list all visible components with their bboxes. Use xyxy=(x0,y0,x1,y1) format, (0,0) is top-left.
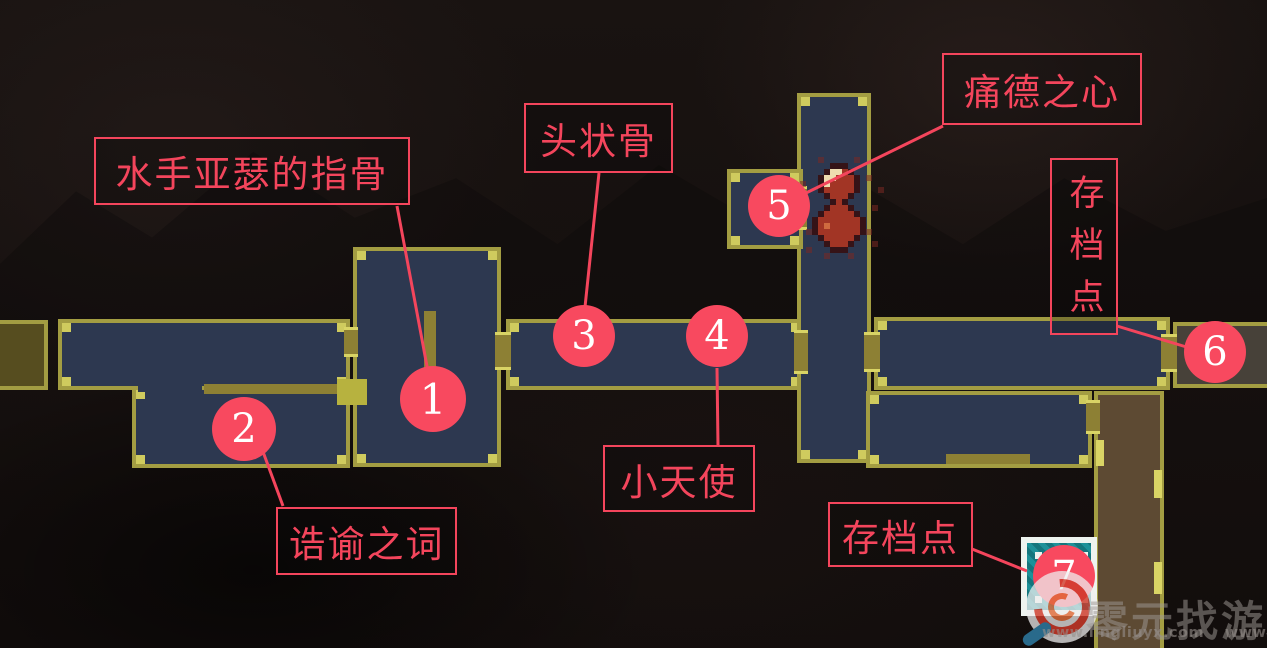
map-door-shaft-east xyxy=(864,332,880,372)
map-room-far-west xyxy=(0,320,48,390)
map-room-shaft-tall xyxy=(797,93,871,463)
callout-save-point-east: 存档点 xyxy=(1050,158,1118,335)
callout-words-of-edict: 诰谕之词 xyxy=(276,507,457,575)
leader-line-7 xyxy=(971,547,1028,573)
map-room-west-corridor xyxy=(58,319,350,390)
map-door-west-center xyxy=(344,327,358,357)
watermark-logo-icon xyxy=(1020,567,1102,648)
map-marker-3: 3 xyxy=(553,305,615,367)
callout-cherub: 小天使 xyxy=(603,445,755,512)
watermark-urls-text: www.lingliuyx.com www.06zyx.com xyxy=(1042,625,1267,641)
map-marker-6: 6 xyxy=(1184,321,1246,383)
heart-relic-icon xyxy=(806,163,812,169)
map-door-east-end xyxy=(1161,334,1177,372)
map-room-mid-corridor xyxy=(506,319,804,390)
map-marker-2: 2 xyxy=(212,397,276,461)
callout-sailor-finger-bone: 水手亚瑟的指骨 xyxy=(94,137,410,205)
map-junction-west xyxy=(337,379,367,405)
map-ledge-west xyxy=(204,384,350,394)
map-door-southeast-shaft xyxy=(1086,400,1100,434)
map-door-mid-shaft xyxy=(794,330,808,374)
map-room-east-corridor xyxy=(874,317,1170,390)
watermark-brand-text: 零元找游戏 xyxy=(1086,597,1267,646)
map-opening-west xyxy=(138,384,202,392)
map-door-tab-2 xyxy=(1154,562,1162,594)
map-marker-1: 1 xyxy=(400,366,466,432)
map-ledge-southeast xyxy=(946,454,1030,464)
callout-heart-of-pain: 痛德之心 xyxy=(942,53,1142,125)
callout-capitate-bone: 头状骨 xyxy=(524,103,673,173)
map-door-tab-1 xyxy=(1154,470,1162,498)
map-divider-center xyxy=(424,311,436,369)
map-door-tab-3 xyxy=(1096,440,1104,466)
map-marker-5: 5 xyxy=(748,175,810,237)
map-marker-4: 4 xyxy=(686,305,748,367)
map-door-center-mid xyxy=(495,332,511,370)
map-room-south-shaft xyxy=(1094,391,1164,648)
callout-save-point-south: 存档点 xyxy=(828,502,973,567)
